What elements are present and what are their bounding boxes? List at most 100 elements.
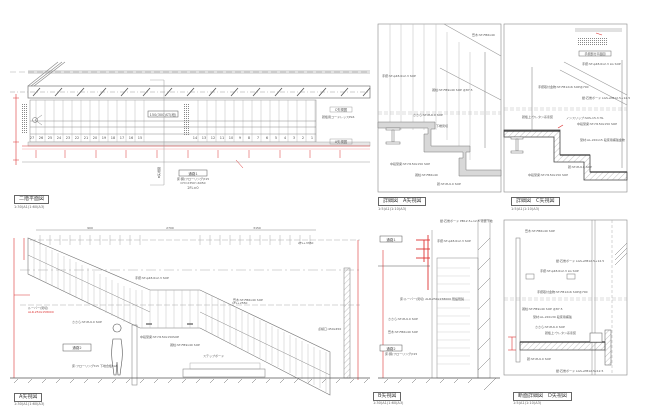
svg-text:25: 25 [48,136,52,140]
section-d-view: 笠木:ST-FB6x40 SOP 壁:石膏ボード LGS+PB12.5+12.5… [503,219,628,376]
svg-text:ささら:ST-PL6.0 SOP: ささら:ST-PL6.0 SOP [535,324,565,329]
svg-text:26: 26 [39,136,43,140]
svg-text:床:鋼(フローリング)t15: 床:鋼(フローリング)t15 [385,351,417,356]
svg-text:笠木:ST-FB6x40 SOP: 笠木:ST-FB6x40 SOP [525,228,555,233]
arrow-label-a: A矢視図 [335,139,348,144]
svg-text:下端見切: 下端見切 [436,123,448,128]
svg-text:手摺:ST-φ48.6x2.3 LG SOP: 手摺:ST-φ48.6x2.3 LG SOP [582,61,621,66]
svg-text:踏:ST-PL9.0 SOP: 踏:ST-PL9.0 SOP [437,181,461,186]
svg-text:1FL+2550: 1FL+2550 [232,301,248,305]
svg-text:2700: 2700 [166,226,174,230]
svg-text:1: 1 [311,136,313,140]
title-elev-a: A矢視図 [14,393,43,402]
svg-text:点検口:450x450: 点検口:450x450 [318,326,341,331]
svg-text:3150: 3150 [253,226,261,230]
svg-text:踏板上:ウレタン系塗装: 踏板上:ウレタン系塗装 [545,330,576,335]
svg-text:受材:AL-L50x30 段床用補強: 受材:AL-L50x30 段床用補強 [533,314,572,319]
svg-text:中段受梁:ST-H150x150 SOP: 中段受梁:ST-H150x150 SOP [528,172,568,177]
svg-text:21: 21 [84,136,88,140]
svg-text:27: 27 [30,136,34,140]
svg-text:4: 4 [284,136,287,140]
svg-text:手摺取付金物:ST-FB12x6 SOP@700: 手摺取付金物:ST-FB12x6 SOP@700 [538,84,589,89]
plan-note: 踏板用コードレッスPL6 [322,114,354,119]
svg-text:24: 24 [57,136,62,140]
svg-text:15: 15 [138,136,142,140]
svg-text:手摺:ST-φ48.6x2.3 SOP: 手摺:ST-φ48.6x2.3 SOP [135,275,169,280]
svg-text:受材:AL-L50x15 段床用補強金物: 受材:AL-L50x15 段床用補強金物 [580,137,625,142]
svg-text:踏板上:ウレタン系塗装: 踏板上:ウレタン系塗装 [522,114,553,119]
svg-text:19: 19 [102,136,106,140]
svg-text:ささら:ST-PL9.0 SOP: ささら:ST-PL9.0 SOP [388,316,418,321]
svg-text:親柱:ST-FB6x40: 親柱:ST-FB6x40 [415,172,438,177]
svg-text:手摺取付金物:ST-FB12x6 SOP@700: 手摺取付金物:ST-FB12x6 SOP@700 [537,289,588,294]
plan-center-label: 150(300)ST(段) [150,112,177,117]
svg-text:親柱:ST-FB9x40 SOP @87.5: 親柱:ST-FB9x40 SOP @87.5 [432,87,473,92]
svg-text:5: 5 [275,136,277,140]
svg-text:親柱:ST-FB9x40 SOP @87.5: 親柱:ST-FB9x40 SOP @87.5 [522,306,563,311]
svg-text:3: 3 [293,136,295,140]
human-figure-icon [111,323,123,376]
svg-text:12: 12 [211,136,215,140]
svg-text:7: 7 [257,136,259,140]
scale-detail-c: 1:5(A1)1:10(A3) [511,207,540,211]
svg-text:ALR-250x158000: ALR-250x158000 [28,310,54,314]
svg-text:壁:石膏ボード LGS+PB12.5+12.5: 壁:石膏ボード LGS+PB12.5+12.5 [556,258,604,263]
svg-text:中段受梁:ST-H150x150 SOP: 中段受梁:ST-H150x150 SOP [390,161,430,166]
svg-text:ルーバー(見切): ルーバー(見切) [28,305,48,310]
svg-text:ささら:ST-PL6.0 SOP: ささら:ST-PL6.0 SOP [413,112,443,117]
title-detail-c: 詳細図 C矢視図 [511,197,560,206]
svg-text:踏:ST-PL9.0 SOP: 踏:ST-PL9.0 SOP [568,164,592,169]
svg-text:壁:石膏ボード LGS+PB12.5+12.5: 壁:石膏ボード LGS+PB12.5+12.5 [582,95,630,100]
svg-text:手摺:ST-φ48.6x2.3 SOP: 手摺:ST-φ48.6x2.3 SOP [382,73,416,78]
svg-text:8: 8 [248,136,250,140]
svg-text:壁:石膏ボード PB12.5+12.5 塗装下地: 壁:石膏ボード PB12.5+12.5 塗装下地 [440,218,493,223]
svg-text:笠木:ST-FB6x40 SOP: 笠木:ST-FB6x40 SOP [388,329,418,334]
svg-text:親柱:ST-FB9x40 SOP: 親柱:ST-FB9x40 SOP [170,342,200,347]
svg-text:18: 18 [111,136,115,140]
svg-text:22: 22 [75,136,79,140]
svg-text:笠木:ST-FB6x40: 笠木:ST-FB6x40 [472,32,495,37]
svg-text:9: 9 [239,136,241,140]
svg-text:壁:石膏ボード LGS+PB12.5x12.5: 壁:石膏ボード LGS+PB12.5x12.5 [556,368,603,373]
elevation-a-view: 900 2700 3150 2FL+3350 [10,226,370,396]
svg-text:2FL±0: 2FL±0 [187,186,198,190]
scale-elev-a: 1:30(A1)1:60(A3) [14,402,45,406]
svg-text:ささら:ST-PL9.0 SOP: ささら:ST-PL9.0 SOP [72,319,102,324]
title-elev-b: B矢視図 [373,392,402,401]
svg-text:手摺部分平面図: 手摺部分平面図 [584,51,605,56]
arrow-label-c: C矢視図 [335,107,348,112]
svg-text:20: 20 [93,136,97,140]
svg-text:14: 14 [193,136,198,140]
elevation-b-view: 通路1 通路2 壁:石膏ボード PB12.5+12.5 塗装下地 手摺:ST-φ… [378,218,500,391]
svg-text:笠木:ST-FB6x40 SOP: 笠木:ST-FB6x40 SOP [233,297,263,302]
arrow-label-b: B矢視図 [156,167,161,178]
detail-a-view: 笠木:ST-FB6x40 手摺:ST-φ48.6x2.3 SOP 親柱:ST-F… [377,23,502,193]
elev-b-room-label-2: 通路2 [386,346,395,351]
svg-text:手摺:ST-φ48.6x2.3 SOP: 手摺:ST-φ48.6x2.3 SOP [437,238,471,243]
svg-text:ノンスリップ:SUS-15.3 HL: ノンスリップ:SUS-15.3 HL [566,115,604,120]
svg-text:17: 17 [120,136,124,140]
svg-text:2: 2 [302,136,304,140]
scale-section-d: 1:5(A1)1:10(A3) [513,401,542,405]
plan-room-label: 通路1 [188,171,197,176]
svg-text:床:鋼(フローリング)t15: 床:鋼(フローリング)t15 [177,176,209,181]
svg-text:11: 11 [220,136,224,140]
title-section-d: 断面詳細図 D矢視図 [513,392,572,401]
svg-text:23: 23 [66,136,70,140]
scale-elev-b: 1:30(A1)1:60(A3) [373,401,404,405]
detail-c-view: 手摺部分平面図 手摺:ST-φ48.6x2.3 LG SOP 手摺取付金物:ST… [503,23,630,193]
svg-text:6: 6 [266,136,268,140]
svg-text:床:フローリングt15 下地合板t12: 床:フローリングt15 下地合板t12 [72,363,117,368]
svg-text:床:ルーバー(見切) ALR-250x158000 既設既製: 床:ルーバー(見切) ALR-250x158000 既設既製 [400,296,464,301]
svg-text:13: 13 [202,136,206,140]
svg-text:踏:ST-PL9.0 SOP: 踏:ST-PL9.0 SOP [527,356,551,361]
svg-text:10: 10 [229,136,233,140]
title-detail-a: 詳細図 A矢視図 [378,197,427,206]
svg-text:900: 900 [87,226,93,230]
elev-b-room-label-1: 通路1 [386,237,395,242]
title-plan: 二階平面図 [14,195,50,204]
svg-text:16: 16 [129,136,133,140]
